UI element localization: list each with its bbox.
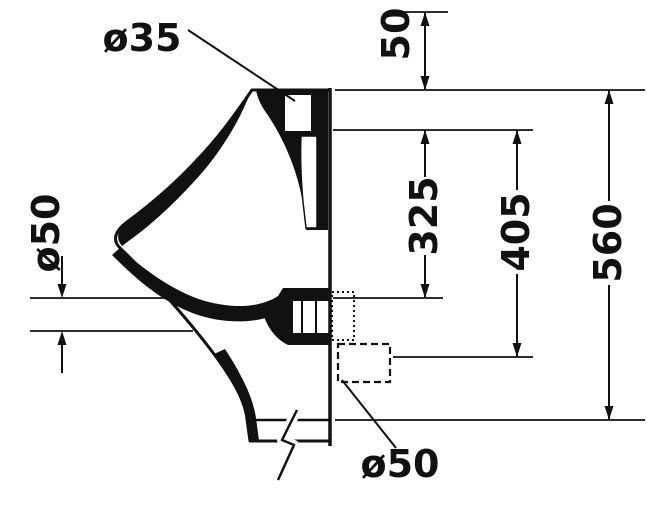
bowl-floor-section [112, 248, 286, 322]
arrow-325-top [420, 130, 430, 144]
arrow-560-bottom [604, 406, 614, 420]
leader-o50-bottom [341, 379, 397, 449]
concealed-outlet [331, 291, 392, 384]
dim-label-o35: ø35 [103, 16, 182, 60]
urinal-body [112, 88, 332, 446]
break-zigzag [276, 409, 299, 481]
flush-channel [299, 135, 318, 229]
arrow-o50-up [57, 331, 67, 345]
dim-label-405: 405 [494, 192, 538, 271]
front-wall-section [118, 90, 252, 246]
lower-apron-section [214, 349, 259, 441]
dim-label-o50-side: ø50 [24, 194, 68, 273]
arrow-325-bottom [420, 284, 430, 298]
urinal-outline [114, 88, 332, 443]
inlet-socket [283, 93, 313, 133]
dim-label-560: 560 [586, 203, 630, 282]
dim-label-o50-bottom: ø50 [361, 442, 440, 486]
leader-o35 [187, 29, 296, 102]
dim-label-325: 325 [402, 176, 446, 255]
outlet-bore [291, 299, 331, 335]
break-symbol [273, 407, 302, 483]
spigot-extension-dotted [331, 291, 355, 341]
dim-label-50: 50 [374, 8, 418, 61]
dimension-325: 325 [402, 130, 446, 298]
arrow-50-top [420, 12, 430, 26]
arrow-405-bottom [512, 343, 522, 357]
drain-elbow-dashed [336, 342, 392, 384]
arrow-50-bottom [420, 76, 430, 90]
extension-lines [30, 11, 645, 421]
callout-outlet-diameter-bottom: ø50 [341, 379, 440, 486]
arrow-405-top [512, 130, 522, 144]
callout-inlet-diameter: ø35 [103, 16, 296, 102]
dimension-560: 560 [586, 90, 630, 420]
arrow-560-top [604, 90, 614, 104]
arrow-o50-down [57, 284, 67, 298]
dimension-405: 405 [494, 130, 538, 357]
dimension-50: 50 [374, 8, 430, 90]
dimension-outlet-diameter-side: ø50 [24, 194, 68, 373]
